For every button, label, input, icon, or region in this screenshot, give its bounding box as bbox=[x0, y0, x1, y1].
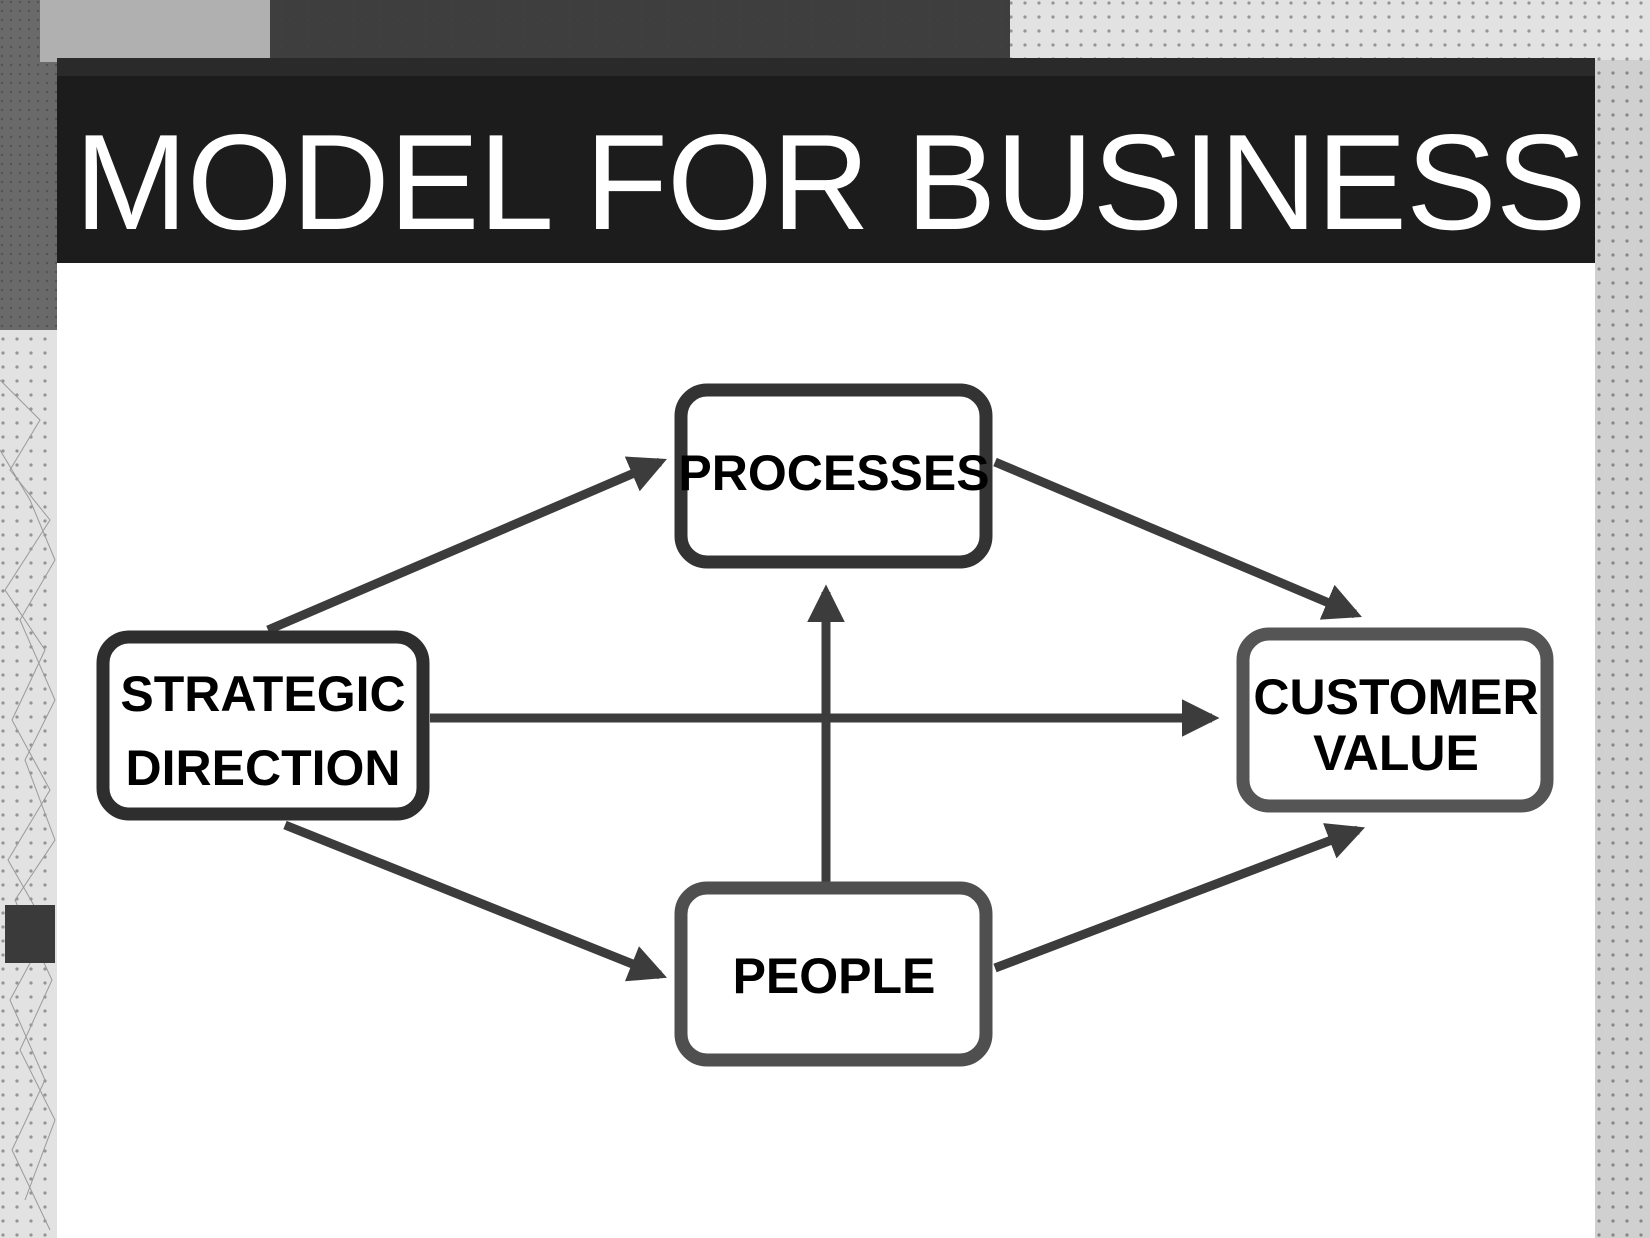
node-processes: PROCESSES bbox=[674, 383, 993, 569]
node-strategic-direction-line2: DIRECTION bbox=[126, 740, 401, 796]
edge-processes-to-customer bbox=[993, 457, 1362, 620]
edge-strategic-to-people bbox=[283, 820, 668, 982]
edge-strategic-to-processes bbox=[266, 456, 667, 635]
node-customer-value-line2: VALUE bbox=[1313, 725, 1479, 781]
node-people-label: PEOPLE bbox=[733, 948, 936, 1004]
title-bar: MODEL FOR BUSINESS bbox=[57, 58, 1595, 263]
node-strategic-direction-line1: STRATEGIC bbox=[120, 666, 405, 722]
page-title: MODEL FOR BUSINESS bbox=[74, 105, 1587, 258]
node-customer-value-line1: CUSTOMER bbox=[1253, 669, 1538, 725]
node-processes-label: PROCESSES bbox=[678, 445, 989, 501]
node-strategic-direction: STRATEGIC DIRECTION bbox=[96, 630, 430, 821]
node-customer-value: CUSTOMER VALUE bbox=[1236, 627, 1554, 813]
node-people: PEOPLE bbox=[674, 881, 993, 1067]
edge-people-to-customer bbox=[993, 823, 1366, 973]
